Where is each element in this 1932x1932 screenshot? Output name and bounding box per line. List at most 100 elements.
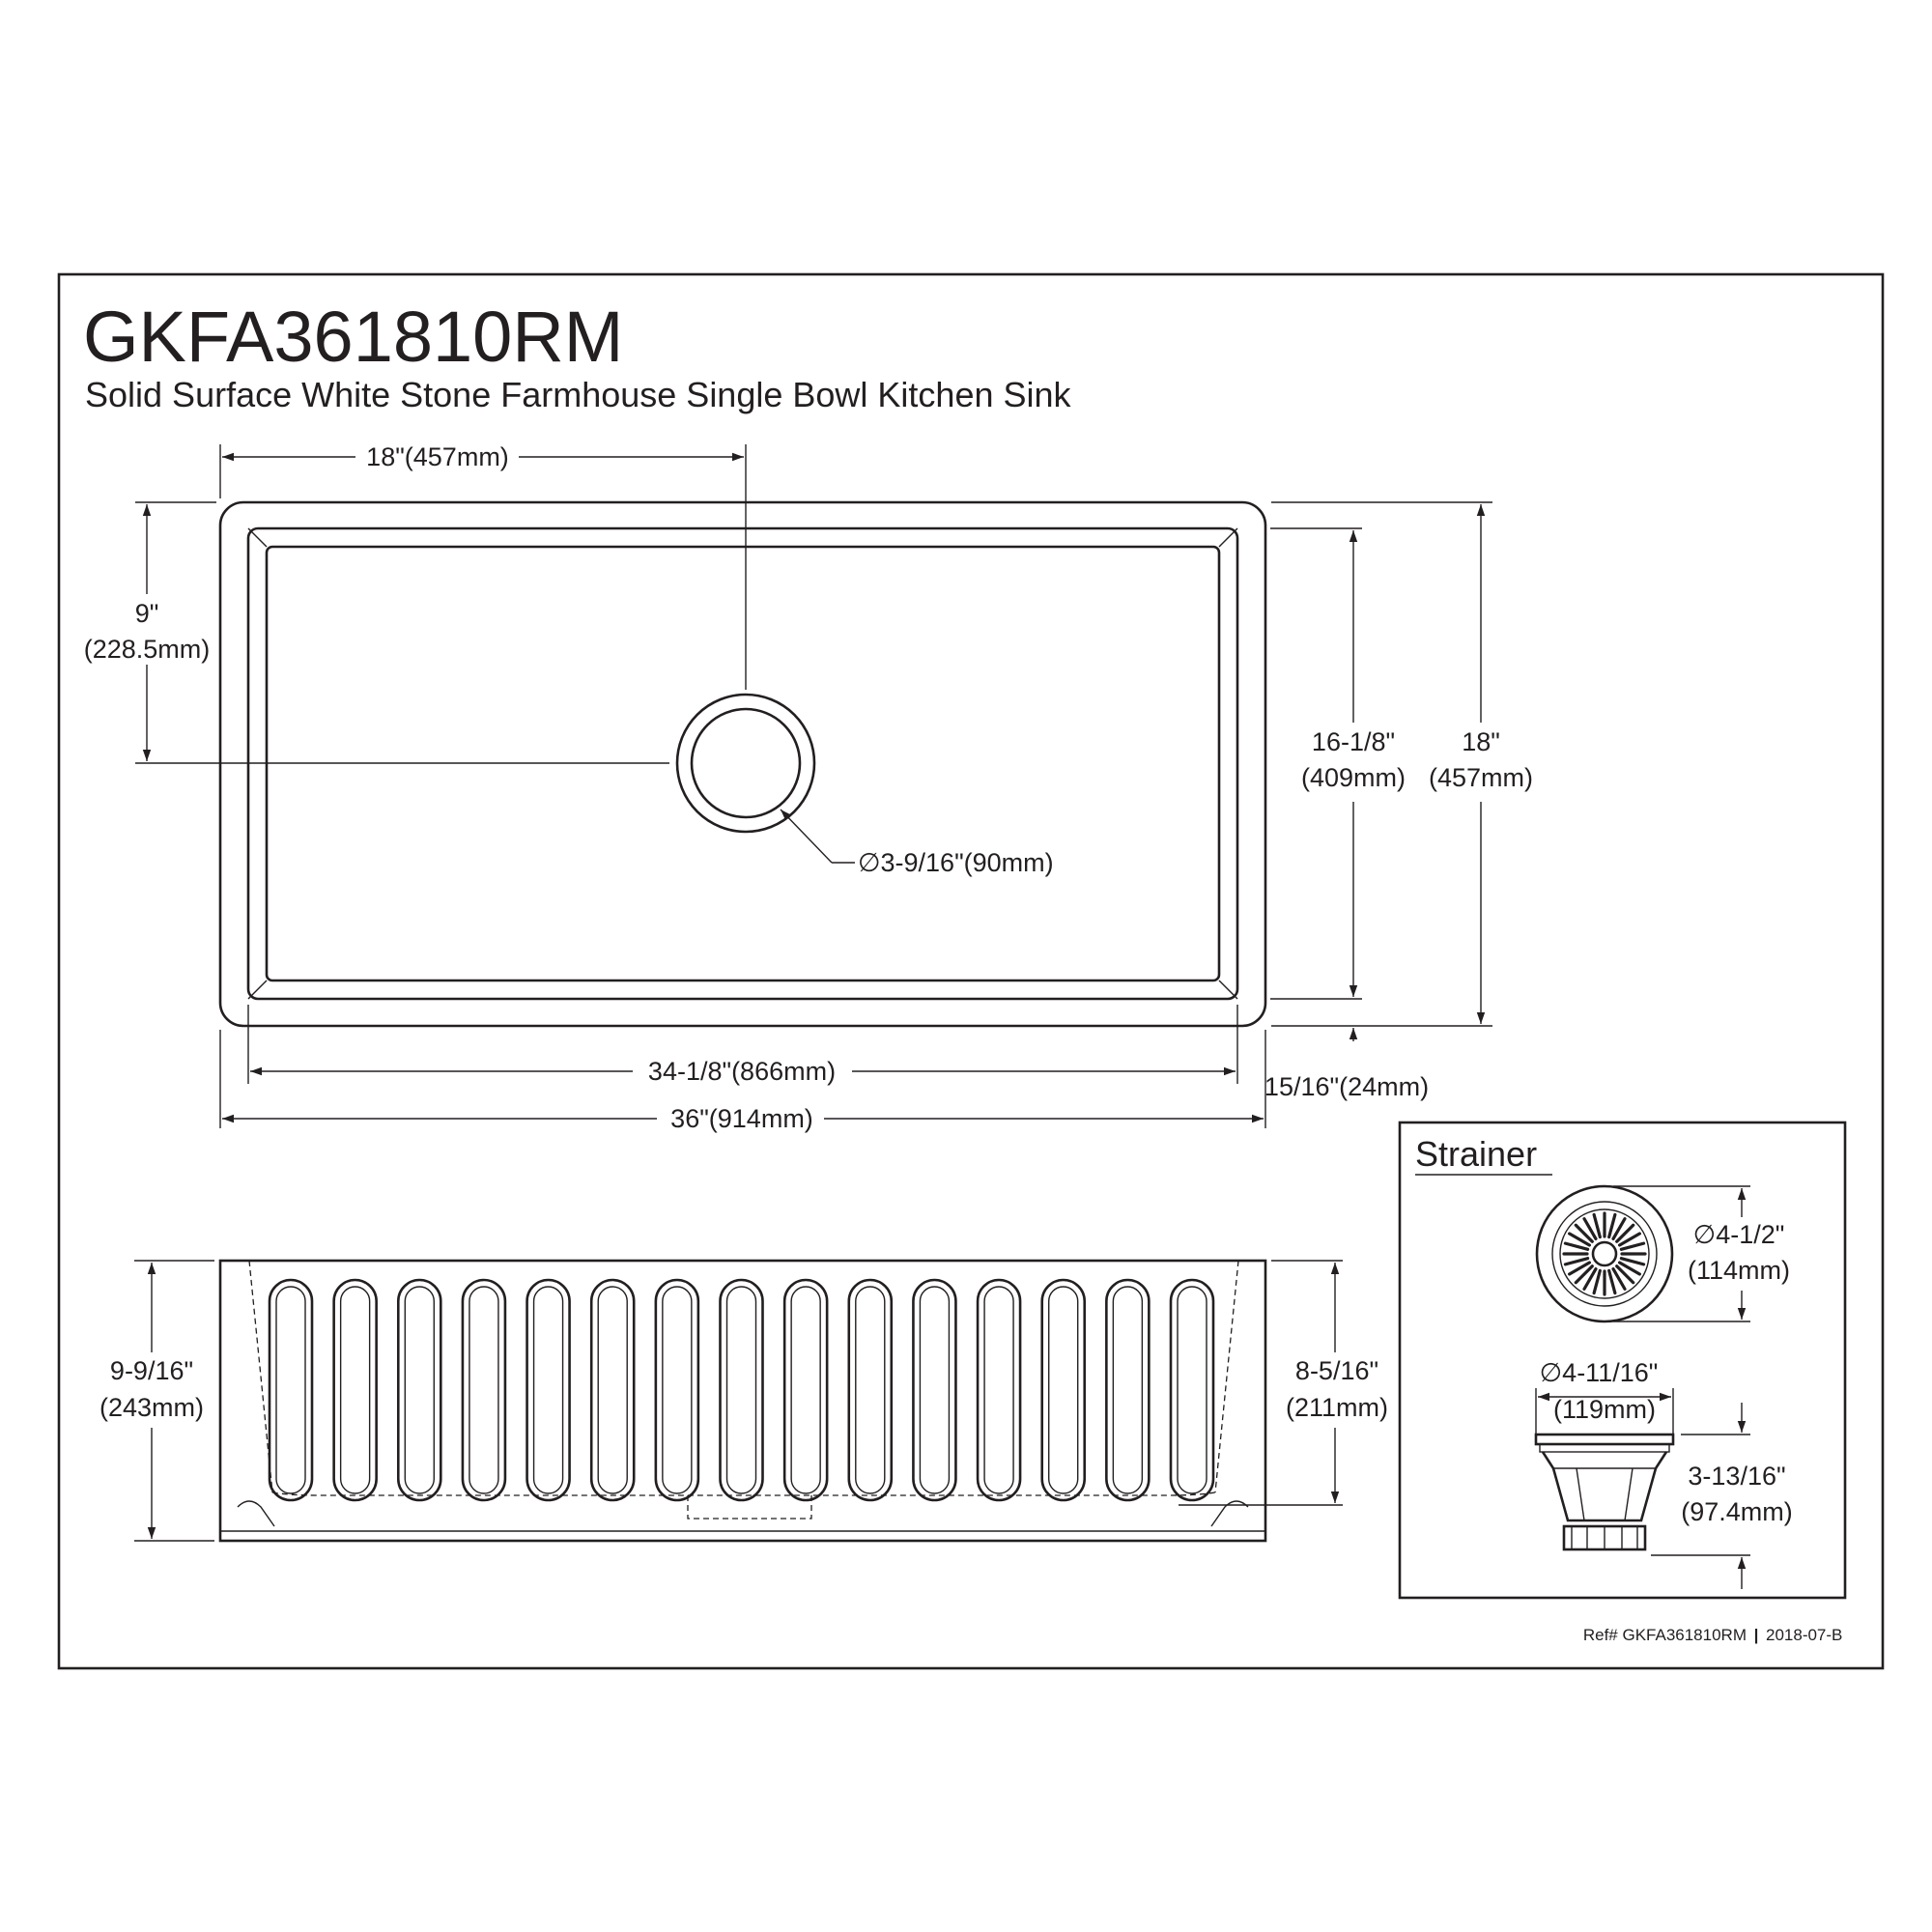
dim-outer-width: 36"(914mm) (670, 1104, 813, 1133)
flute-outer (396, 1278, 442, 1502)
top-view: 18"(457mm) 9" (228.5mm) 16-1/8" (409mm) … (84, 442, 1533, 1133)
front-view: 9-9/16" (243mm) 8-5/16" (211mm) (99, 1259, 1388, 1543)
flute-inner (790, 1286, 821, 1494)
sheet-border (57, 272, 1885, 1670)
apron-outline (218, 1259, 1267, 1543)
strainer-title: Strainer (1415, 1134, 1537, 1174)
strainer-tailpiece-ribs (1571, 1526, 1638, 1549)
apron-drain-hidden (687, 1495, 812, 1520)
strainer-body-taper (1576, 1467, 1634, 1521)
dim-outer-depth-in: 18" (1462, 727, 1500, 756)
dim-strainer-body-in: ∅4-11/16" (1540, 1358, 1659, 1387)
dim-outer-depth-mm: (457mm) (1429, 763, 1533, 792)
flute-outer (526, 1278, 571, 1502)
bowl-corner-tr (1218, 527, 1238, 548)
strainer-slot (1615, 1264, 1635, 1285)
strainer-body (1541, 1451, 1668, 1522)
flute-inner (1112, 1286, 1144, 1494)
dim-strainer-height-in: 3-13/16" (1688, 1462, 1785, 1491)
strainer-slot (1607, 1212, 1617, 1239)
strainer-slot (1563, 1241, 1590, 1251)
flute-inner (597, 1286, 628, 1494)
dim-inner-depth-in: 16-1/8" (1312, 727, 1395, 756)
drain-inner (690, 707, 802, 819)
flute-inner (662, 1286, 693, 1494)
strainer-slots (1562, 1211, 1647, 1296)
dim-drain-diameter: ∅3-9/16"(90mm) (858, 848, 1054, 877)
flute-outer (1040, 1278, 1087, 1502)
apron-notch-left (237, 1500, 275, 1527)
strainer-detail: Strainer ∅4-1/2" (114mm) ∅4-11/16" (119m… (1398, 1121, 1847, 1600)
flute-inner (404, 1286, 435, 1494)
dim-flute-height-in: 8-5/16" (1295, 1356, 1378, 1385)
dim-strainer-top-mm: (114mm) (1688, 1256, 1790, 1285)
reference-separator: | (1754, 1626, 1759, 1644)
sink-outer-rim (218, 500, 1267, 1028)
strainer-slot (1615, 1223, 1635, 1243)
dim-drain-offset-y-mm: (228.5mm) (84, 635, 211, 664)
strainer-slot (1568, 1232, 1592, 1247)
drain-outer (675, 693, 816, 834)
strainer-top-inner (1559, 1208, 1650, 1299)
strainer-slot (1611, 1217, 1627, 1241)
flute-outer (268, 1278, 314, 1502)
flute-outer (1105, 1278, 1151, 1502)
flute-outer (912, 1278, 957, 1502)
reference-number: Ref# GKFA361810RM (1583, 1626, 1747, 1644)
strainer-flange (1534, 1433, 1675, 1446)
drain-leader (780, 809, 833, 864)
flute-inner (1048, 1286, 1079, 1494)
flute-outer (976, 1278, 1022, 1502)
strainer-slot (1619, 1257, 1646, 1266)
flute-outer (719, 1278, 764, 1502)
apron-bowl-hidden-bottom (271, 1492, 1216, 1496)
bowl-corner-br (1218, 980, 1238, 1000)
dim-strainer-body-mm: (119mm) (1553, 1395, 1656, 1424)
strainer-flange-lower (1539, 1443, 1670, 1453)
strainer-slot (1574, 1264, 1594, 1285)
model-title: GKFA361810RM (83, 297, 623, 377)
dim-drain-offset-x: 18"(457mm) (366, 442, 509, 471)
apron-flutes (268, 1278, 1215, 1502)
flute-outer (461, 1278, 507, 1502)
flute-inner (469, 1286, 499, 1494)
strainer-slot (1582, 1266, 1598, 1291)
flute-outer (654, 1278, 700, 1502)
flute-outer (847, 1278, 894, 1502)
strainer-slot (1611, 1266, 1627, 1291)
flute-outer (782, 1278, 829, 1502)
strainer-slot (1617, 1232, 1641, 1247)
strainer-slot (1582, 1217, 1598, 1241)
flute-inner (919, 1286, 951, 1494)
strainer-slot (1563, 1257, 1590, 1266)
strainer-slot (1592, 1268, 1602, 1295)
flute-inner (1177, 1286, 1208, 1494)
apron-bowl-hidden-right (1214, 1260, 1239, 1493)
strainer-slot (1568, 1261, 1592, 1276)
dim-inner-depth-mm: (409mm) (1301, 763, 1406, 792)
strainer-slot (1574, 1223, 1594, 1243)
flute-outer (589, 1278, 636, 1502)
flute-outer (332, 1278, 378, 1502)
strainer-slot (1592, 1212, 1602, 1239)
dim-strainer-height-mm: (97.4mm) (1681, 1497, 1793, 1526)
flute-inner (275, 1286, 306, 1494)
strainer-box (1398, 1121, 1847, 1600)
flute-inner (532, 1286, 564, 1494)
flute-inner (339, 1286, 371, 1494)
dim-rim: 15/16"(24mm) (1264, 1072, 1429, 1101)
flute-inner (725, 1286, 757, 1494)
revision-code: 2018-07-B (1766, 1626, 1842, 1644)
strainer-post (1591, 1240, 1618, 1267)
flute-outer (1169, 1278, 1215, 1502)
dim-flute-height-mm: (211mm) (1286, 1393, 1388, 1422)
product-description: Solid Surface White Stone Farmhouse Sing… (85, 375, 1072, 414)
strainer-slot (1617, 1261, 1641, 1276)
flute-inner (855, 1286, 886, 1494)
strainer-slot (1607, 1268, 1617, 1295)
flute-inner (983, 1286, 1014, 1494)
strainer-top-mid (1551, 1201, 1658, 1307)
strainer-top-outer (1535, 1184, 1674, 1323)
dim-front-height-in: 9-9/16" (110, 1356, 193, 1385)
